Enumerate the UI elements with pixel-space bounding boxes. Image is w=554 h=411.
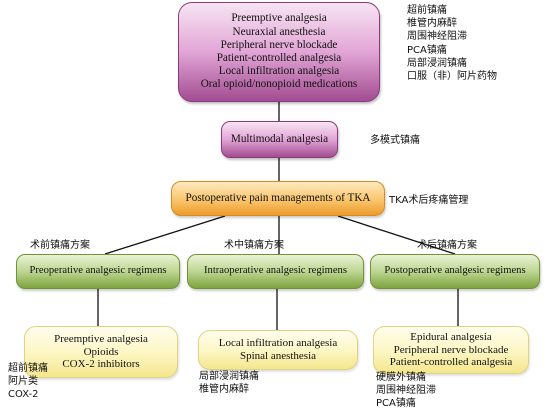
center-box: Postoperative pain managements of TKA xyxy=(171,181,385,216)
top-methods-box: Preemptive analgesia Neuraxial anesthesi… xyxy=(178,2,380,102)
postoperative-detail-cn-line: 硬膜外镇痛 xyxy=(376,372,426,383)
intraoperative-regimen-box: Intraoperative analgesic regimens xyxy=(187,254,364,289)
postoperative-regimen-box: Postoperative analgesic regimens xyxy=(370,254,540,289)
preoperative-detail-cn-line: 阿片类 xyxy=(8,376,38,388)
top-method-line: Neuraxial anesthesia xyxy=(232,25,326,38)
intraoperative-detail-cn-line: 椎管内麻醉 xyxy=(199,384,249,396)
postoperative-detail-box: Epidural analgesia Peripheral nerve bloc… xyxy=(373,326,529,374)
intraoperative-detail-cn-list: 局部浸润镇痛 椎管内麻醉 xyxy=(199,370,259,396)
top-method-line: Peripheral nerve blockade xyxy=(220,38,338,51)
connector-center-to-preoperative xyxy=(104,215,226,255)
intraoperative-detail-box: Local infiltration analgesia Spinal anes… xyxy=(198,330,358,370)
postoperative-detail-cn-line: 周围神经阻滞 xyxy=(376,385,436,397)
intraoperative-regimen-label: Intraoperative analgesic regimens xyxy=(204,265,347,277)
postoperative-detail-line: Patient-controlled analgesia xyxy=(389,356,513,369)
top-methods-cn-list: 超前镇痛 椎管内麻醉 周围神经阻滞 PCA镇痛 局部浸润镇痛 口服（非）阿片药物 xyxy=(407,4,497,83)
intraoperative-detail-cn-line: 局部浸润镇痛 xyxy=(199,371,259,382)
postoperative-cn-title: 术后镇痛方案 xyxy=(417,240,477,251)
multimodal-box: Multimodal analgesia xyxy=(221,121,338,158)
intraoperative-detail-line: Local infiltration analgesia xyxy=(218,337,338,350)
intraoperative-cn-title: 术中镇痛方案 xyxy=(224,240,284,251)
center-cn-label: TKA术后疼痛管理 xyxy=(389,195,469,206)
top-method-line: Local infiltration analgesia xyxy=(218,65,340,78)
top-method-cn-line: 周围神经阻滞 xyxy=(407,31,467,43)
multimodal-label: Multimodal analgesia xyxy=(230,132,329,145)
top-method-cn-line: 局部浸润镇痛 xyxy=(407,57,467,69)
preoperative-detail-cn-list: 超前镇痛 阿片类 COX-2 xyxy=(8,362,48,402)
preoperative-detail-cn-line: 超前镇痛 xyxy=(8,363,48,374)
multimodal-cn-label: 多模式镇痛 xyxy=(370,135,420,146)
center-label: Postoperative pain managements of TKA xyxy=(185,191,371,204)
intraoperative-detail-line: Spinal anesthesia xyxy=(239,350,317,362)
preoperative-detail-line: Opioids xyxy=(83,345,119,358)
preoperative-regimen-label: Preoperative analgesic regimens xyxy=(29,265,167,277)
postoperative-detail-line: Epidural analgesia xyxy=(410,330,492,343)
preoperative-detail-line: Preemptive analgesia xyxy=(54,332,148,345)
preoperative-detail-box: Preemptive analgesia Opioids COX-2 inhib… xyxy=(24,326,178,378)
postoperative-detail-cn-line: PCA镇痛 xyxy=(376,398,416,410)
top-method-cn-line: PCA镇痛 xyxy=(407,44,447,56)
preoperative-regimen-box: Preoperative analgesic regimens xyxy=(16,254,180,289)
postoperative-regimen-label: Postoperative analgesic regimens xyxy=(384,265,526,277)
postoperative-detail-cn-list: 硬膜外镇痛 周围神经阻滞 PCA镇痛 xyxy=(376,371,436,411)
top-method-cn-line: 超前镇痛 xyxy=(407,5,447,16)
top-method-line: Preemptive analgesia xyxy=(231,12,327,25)
postoperative-detail-line: Peripheral nerve blockade xyxy=(393,343,509,356)
preoperative-detail-line: COX-2 inhibitors xyxy=(62,358,140,371)
connector-center-to-postoperative xyxy=(337,215,456,255)
top-method-cn-line: 口服（非）阿片药物 xyxy=(407,70,497,82)
top-method-line: Oral opioid/nonopioid medications xyxy=(200,78,358,91)
top-method-line: Patient-controlled analgesia xyxy=(216,52,342,64)
top-method-cn-line: 椎管内麻醉 xyxy=(407,18,457,30)
preoperative-cn-title: 术前镇痛方案 xyxy=(30,240,90,251)
preoperative-detail-cn-line: COX-2 xyxy=(8,389,39,401)
